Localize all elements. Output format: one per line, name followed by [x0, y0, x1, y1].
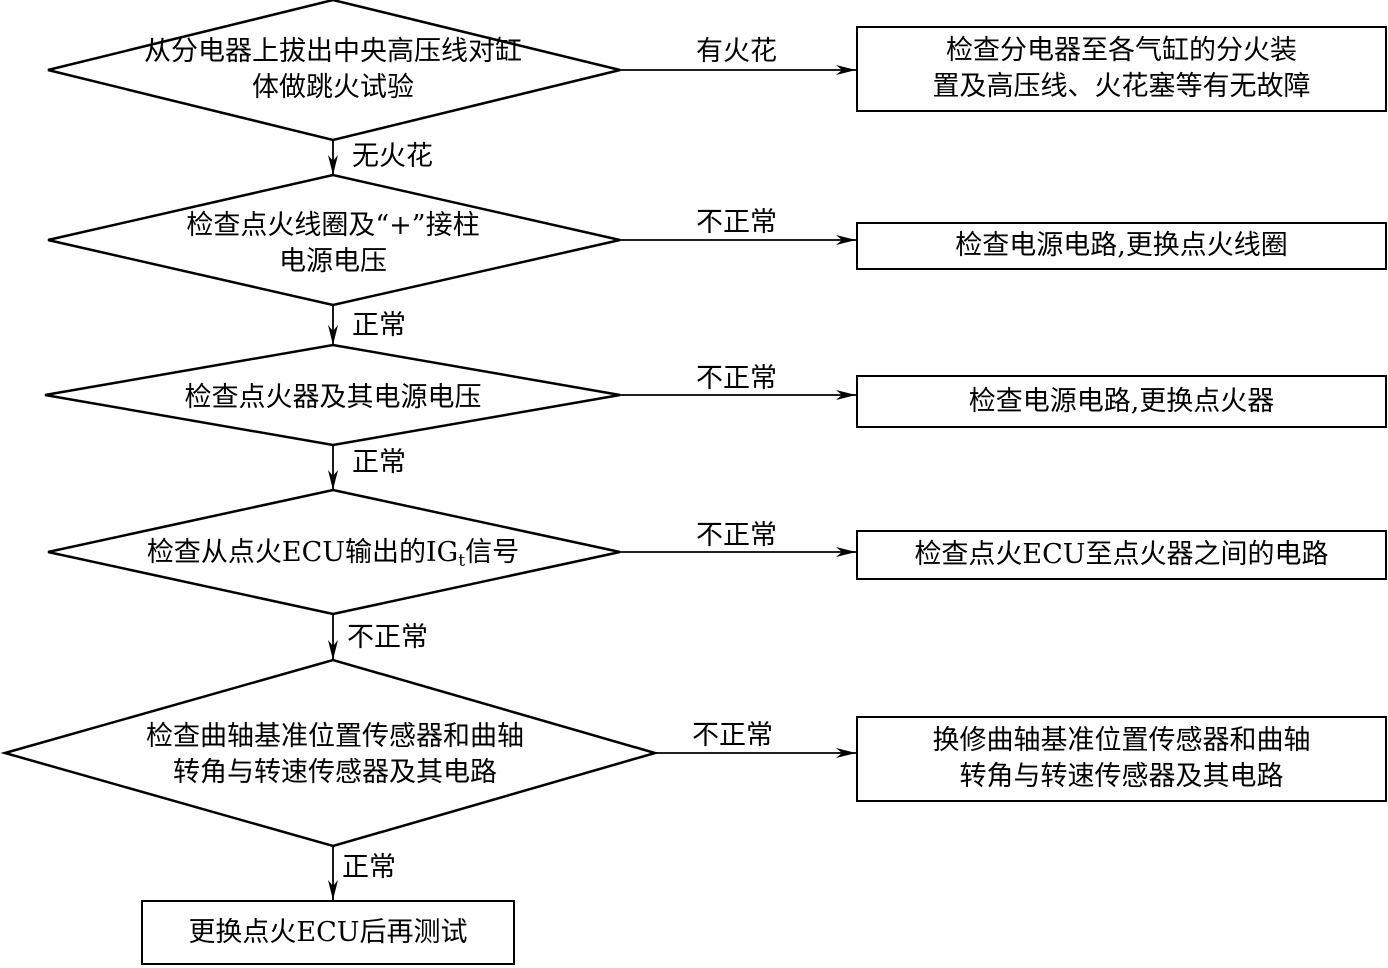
decision-1-line2: 体做跳火试验: [252, 72, 414, 103]
action-box-3: 检查电源电路,更换点火器: [856, 375, 1387, 428]
decision-4-subscript: t: [458, 551, 466, 571]
edge-label-d4-right: 不正常: [696, 520, 777, 551]
edge-label-d1-right: 有火花: [696, 36, 777, 67]
action-box-4: 检查点火ECU至点火器之间的电路: [856, 530, 1387, 580]
decision-5-line1: 检查曲轴基准位置传感器和曲轴: [146, 721, 524, 752]
decision-5-text: 检查曲轴基准位置传感器和曲轴 转角与转速传感器及其电路: [70, 719, 600, 791]
edge-label-d3-down: 正常: [352, 447, 406, 478]
decision-1-text: 从分电器上拔出中央高压线对缸 体做跳火试验: [103, 34, 563, 106]
final-box: 更换点火ECU后再测试: [141, 900, 515, 965]
final-line1: 更换点火ECU后再测试: [188, 916, 468, 948]
action-4-line1: 检查点火ECU至点火器之间的电路: [914, 539, 1329, 570]
action-5-line2: 转角与转速传感器及其电路: [959, 761, 1284, 792]
decision-4-text-tail: 信号: [465, 537, 520, 568]
decision-2-text: 检查点火线圈及“+”接柱 电源电压: [103, 208, 563, 280]
edge-label-d5-right: 不正常: [692, 720, 773, 751]
decision-4-text-main: 检查从点火ECU输出的IG: [146, 537, 459, 568]
decision-4-text: 检查从点火ECU输出的IGt信号: [90, 535, 576, 579]
decision-3-line1: 检查点火器及其电源电压: [184, 382, 482, 413]
action-5-line1: 换修曲轴基准位置传感器和曲轴: [932, 725, 1311, 756]
edge-label-d4-down: 不正常: [347, 622, 428, 653]
action-3-line1: 检查电源电路,更换点火器: [968, 385, 1275, 417]
decision-3-text: 检查点火器及其电源电压: [103, 380, 563, 416]
action-box-1: 检查分电器至各气缸的分火装 置及高压线、火花塞等有无故障: [856, 26, 1387, 112]
edge-label-d5-down: 正常: [342, 852, 396, 883]
decision-2-line2: 电源电压: [279, 246, 387, 277]
action-box-2: 检查电源电路,更换点火线圈: [856, 222, 1387, 270]
action-box-5: 换修曲轴基准位置传感器和曲轴 转角与转速传感器及其电路: [856, 716, 1387, 802]
decision-5-line2: 转角与转速传感器及其电路: [173, 757, 497, 788]
edge-label-d3-right: 不正常: [696, 363, 777, 394]
action-1-line2: 置及高压线、火花塞等有无故障: [932, 71, 1311, 102]
edge-label-d2-right: 不正常: [696, 207, 777, 238]
decision-2-line1: 检查点火线圈及“+”接柱: [186, 210, 480, 241]
action-2-line1: 检查电源电路,更换点火线圈: [955, 230, 1288, 261]
action-1-line1: 检查分电器至各气缸的分火装: [946, 35, 1297, 66]
decision-1-line1: 从分电器上拔出中央高压线对缸: [144, 36, 522, 67]
edge-label-d2-down: 正常: [352, 310, 406, 341]
edge-label-d1-down: 无火花: [352, 141, 433, 172]
